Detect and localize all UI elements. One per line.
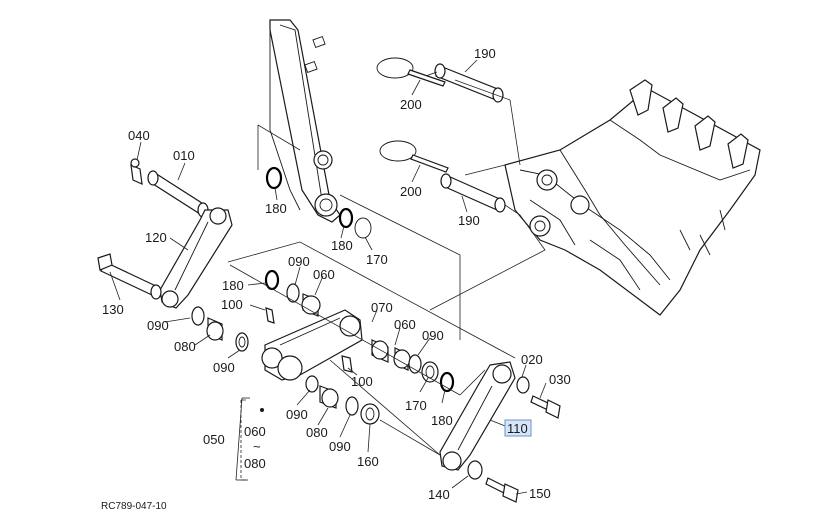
callout-060-a[interactable]: 060 [313, 267, 335, 282]
callout-010[interactable]: 010 [173, 148, 195, 163]
callout-060-b[interactable]: 060 [394, 317, 416, 332]
bushing-stack-center-top [286, 283, 321, 317]
callout-130[interactable]: 130 [102, 302, 124, 317]
callout-040[interactable]: 040 [128, 128, 150, 143]
grease-fitting-040 [130, 158, 143, 185]
callout-090-e[interactable]: 090 [286, 407, 308, 422]
callout-180-d[interactable]: 180 [431, 413, 453, 428]
pin-190-upper [419, 63, 504, 103]
callout-070[interactable]: 070 [371, 300, 393, 315]
assembly-lines [227, 79, 546, 481]
callout-080-b[interactable]: 080 [306, 425, 328, 440]
callout-090-f[interactable]: 090 [329, 439, 351, 454]
callout-100-a[interactable]: 100 [221, 297, 243, 312]
callout-200-lower[interactable]: 200 [400, 184, 422, 199]
callout-140[interactable]: 140 [428, 487, 450, 502]
callout-200-upper[interactable]: 200 [400, 97, 422, 112]
callout-tilde: ~ [253, 439, 261, 454]
callout-190-upper[interactable]: 190 [474, 46, 496, 61]
highlight-box-110 [504, 419, 532, 437]
bolt-150 [485, 477, 519, 503]
bushing-stack-lower [305, 375, 380, 425]
callout-080-a[interactable]: 080 [174, 339, 196, 354]
lock-pin-200-upper [376, 57, 446, 87]
callout-020[interactable]: 020 [521, 352, 543, 367]
callout-060-c[interactable]: 060 [244, 424, 266, 439]
pin-130 [97, 253, 162, 300]
leader-lines [109, 59, 547, 495]
bucket [504, 79, 761, 316]
callout-180-a[interactable]: 180 [265, 201, 287, 216]
arm-assembly [269, 19, 341, 223]
callout-170-a[interactable]: 170 [366, 252, 388, 267]
link-070 [261, 307, 363, 381]
link-120 [159, 207, 233, 309]
callout-030[interactable]: 030 [549, 372, 571, 387]
reference-dot [260, 408, 264, 412]
callout-180-b[interactable]: 180 [331, 238, 353, 253]
lock-pin-200-lower [379, 140, 449, 173]
bolt-030 [516, 376, 561, 419]
callout-labels: 190 200 200 190 040 010 180 180 170 120 … [102, 46, 571, 502]
callout-150[interactable]: 150 [529, 486, 551, 501]
callout-090-d[interactable]: 090 [213, 360, 235, 375]
pin-010 [147, 170, 209, 218]
callout-090-b[interactable]: 090 [422, 328, 444, 343]
callout-110[interactable]: 110 [507, 421, 528, 436]
group-bracket [240, 399, 246, 481]
callout-090-a[interactable]: 090 [288, 254, 310, 269]
callout-080-c[interactable]: 080 [244, 456, 266, 471]
drawing-code: RC789-047-10 [101, 501, 167, 512]
link-110 [439, 361, 516, 480]
callout-160[interactable]: 160 [357, 454, 379, 469]
callout-050[interactable]: 050 [203, 432, 225, 447]
callout-180-c[interactable]: 180 [222, 278, 244, 293]
callout-170-b[interactable]: 170 [405, 398, 427, 413]
callout-090-c[interactable]: 090 [147, 318, 169, 333]
callout-190-lower[interactable]: 190 [458, 213, 480, 228]
callout-120[interactable]: 120 [145, 230, 167, 245]
bushing-stack-right [371, 339, 439, 383]
callout-100-b[interactable]: 100 [351, 374, 373, 389]
bushing-stack-left [191, 306, 249, 352]
pin-190-lower [440, 173, 506, 213]
